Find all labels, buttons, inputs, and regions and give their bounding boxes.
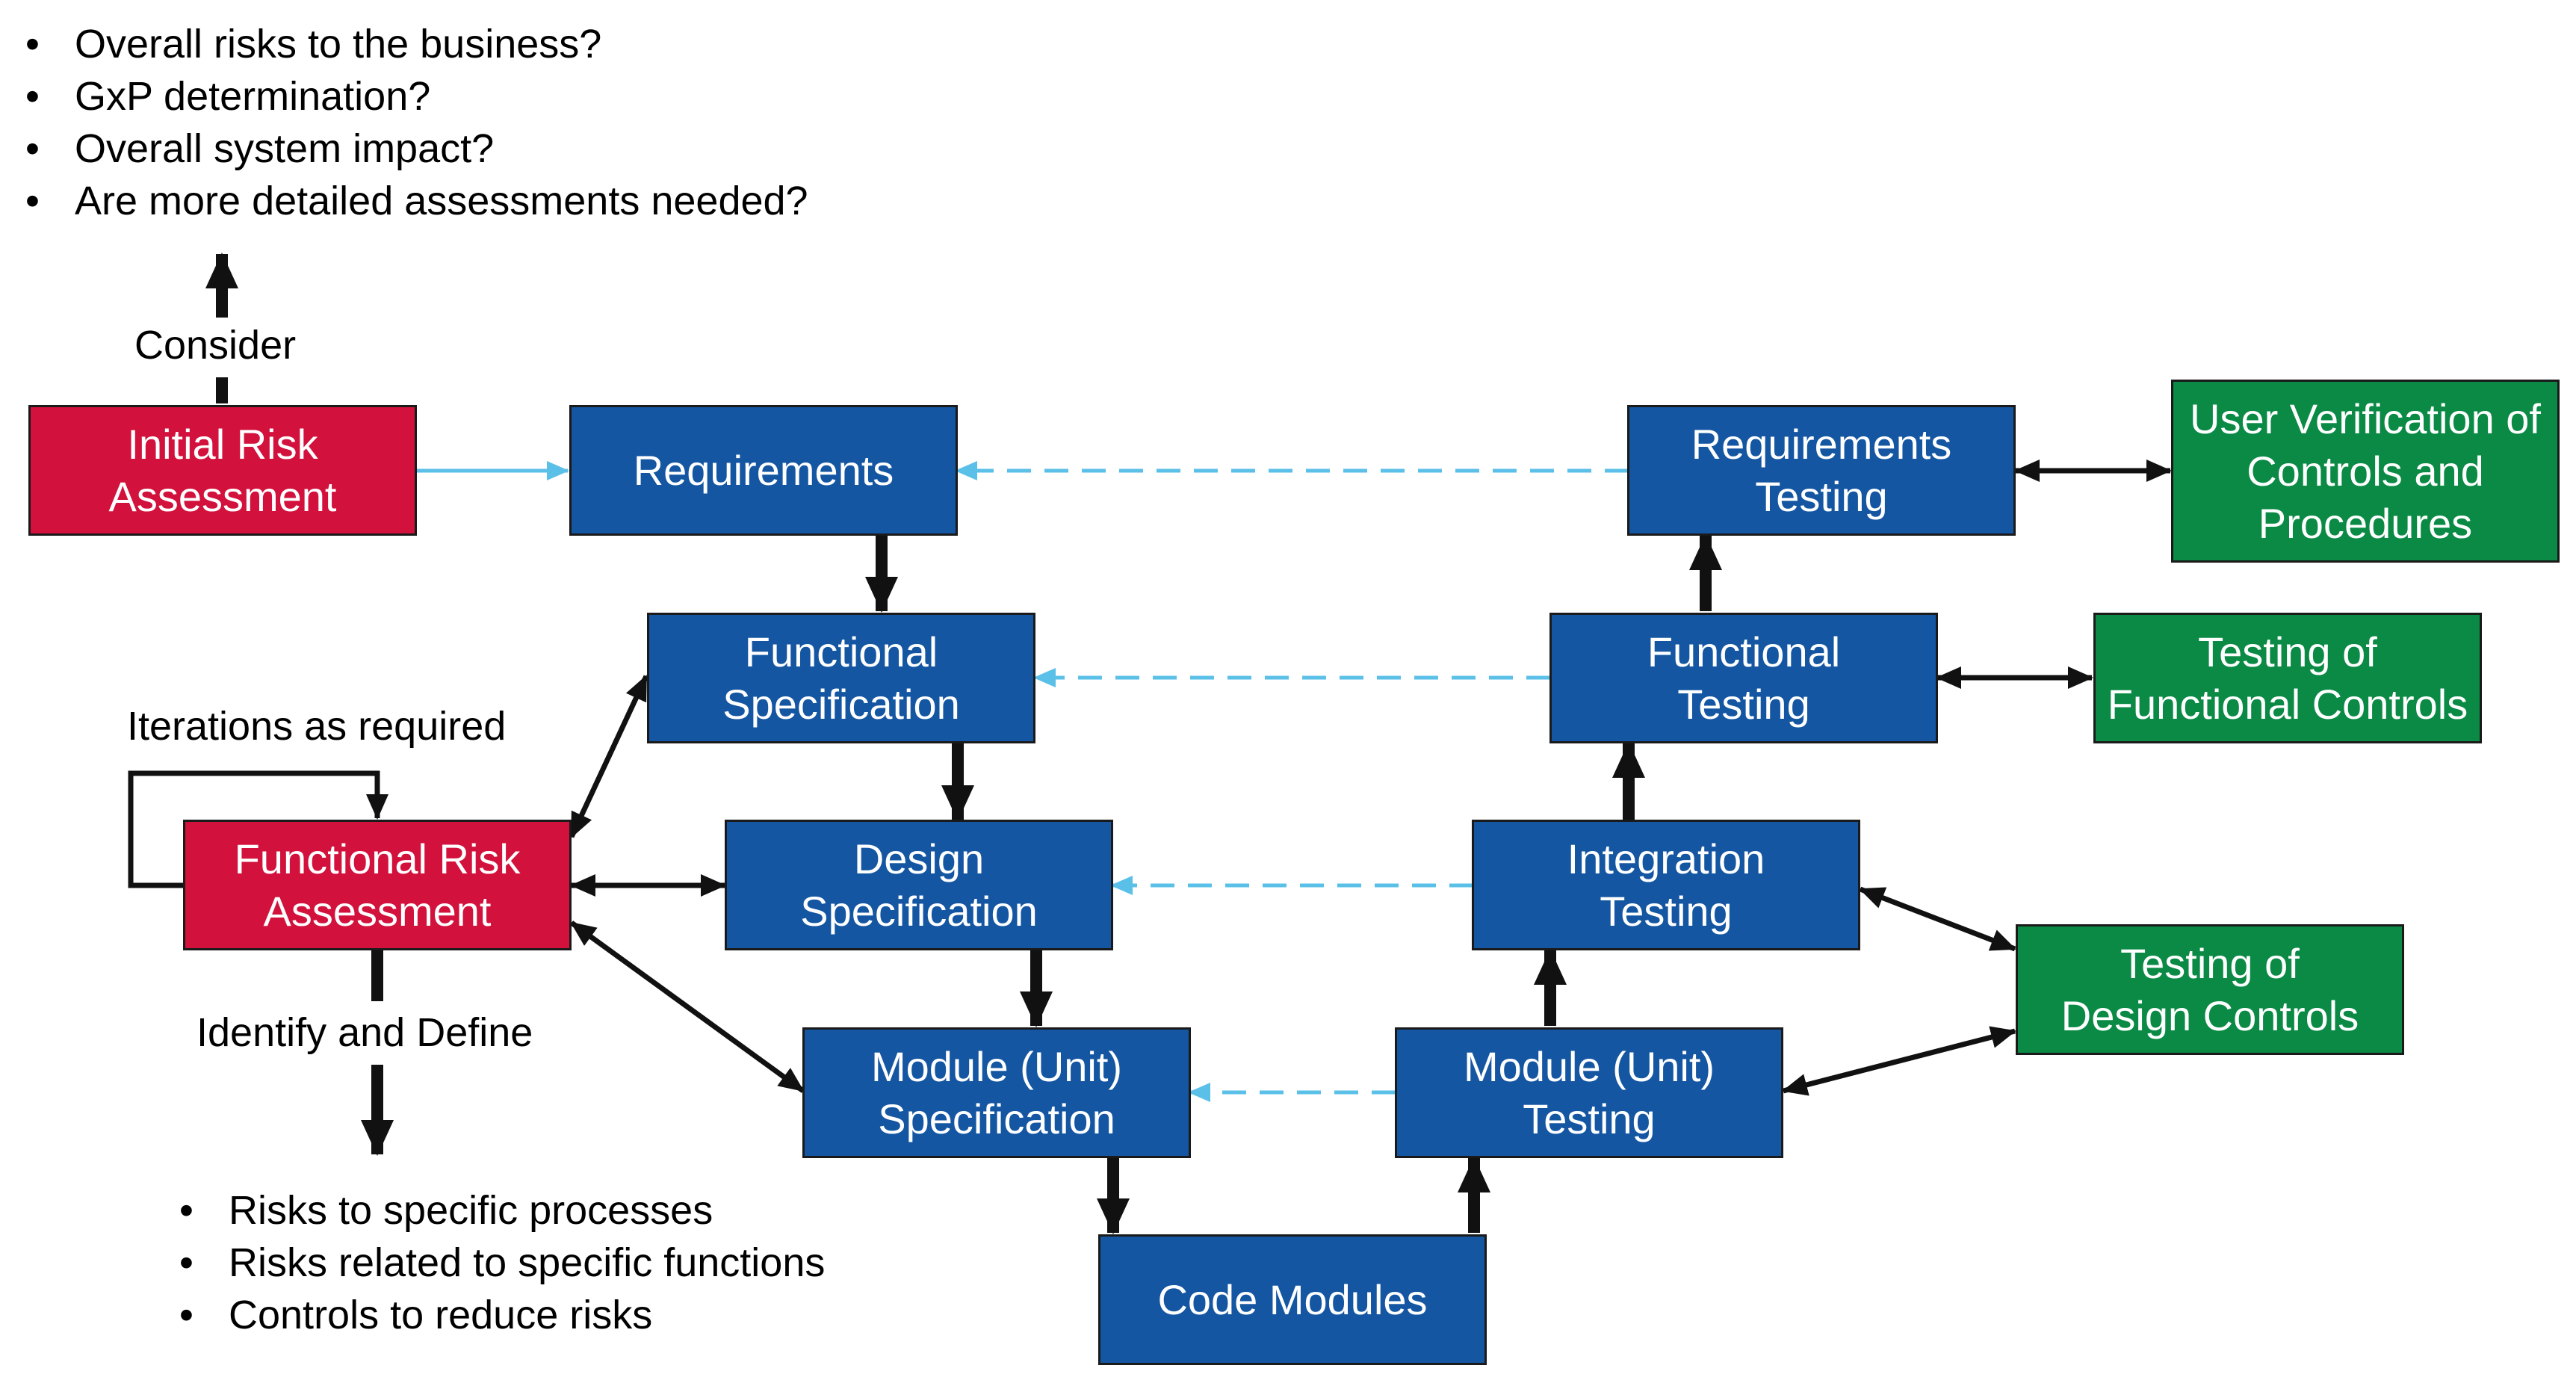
functional-specification-box: Functional Specification [647, 613, 1035, 743]
bottom-bullet-item: Risks to specific processes [176, 1184, 825, 1237]
mt-to-tdc-arrow [1782, 1026, 2016, 1096]
top-bullet-item: Are more detailed assessments needed? [22, 175, 808, 227]
bottom-bullet-list: Risks to specific processes Risks relate… [176, 1184, 825, 1341]
code-modules-box: Code Modules [1098, 1234, 1487, 1365]
functional-risk-assessment-box: Functional Risk Assessment [183, 820, 572, 950]
consider-label: Consider [134, 323, 297, 368]
fra-to-ms-arrow [569, 921, 805, 1093]
functional-testing-box: Functional Testing [1549, 613, 1938, 743]
top-bullet-item: Overall risks to the business? [22, 18, 808, 70]
testing-design-controls-box: Testing of Design Controls [2016, 924, 2404, 1055]
initial-risk-assessment-box: Initial Risk Assessment [28, 405, 417, 536]
top-bullet-item: Overall system impact? [22, 123, 808, 175]
top-bullet-list: Overall risks to the business? GxP deter… [22, 18, 808, 227]
module-specification-box: Module (Unit) Specification [802, 1027, 1191, 1158]
iterations-loop [128, 770, 388, 888]
it-to-tdc-arrow [1859, 886, 2016, 952]
requirements-box: Requirements [569, 405, 958, 536]
module-testing-box: Module (Unit) Testing [1395, 1027, 1783, 1158]
identify-label: Identify and Define [196, 1010, 533, 1055]
bottom-bullet-item: Risks related to specific functions [176, 1237, 825, 1289]
bottom-bullet-item: Controls to reduce risks [176, 1289, 825, 1341]
testing-functional-controls-box: Testing of Functional Controls [2093, 613, 2482, 743]
design-specification-box: Design Specification [725, 820, 1113, 950]
iterations-label: Iterations as required [127, 704, 507, 749]
top-bullet-item: GxP determination? [22, 70, 808, 123]
integration-testing-box: Integration Testing [1472, 820, 1860, 950]
user-verification-box: User Verification of Controls and Proced… [2171, 380, 2560, 563]
requirements-testing-box: Requirements Testing [1627, 405, 2016, 536]
fra-to-fs-arrow [569, 675, 649, 838]
